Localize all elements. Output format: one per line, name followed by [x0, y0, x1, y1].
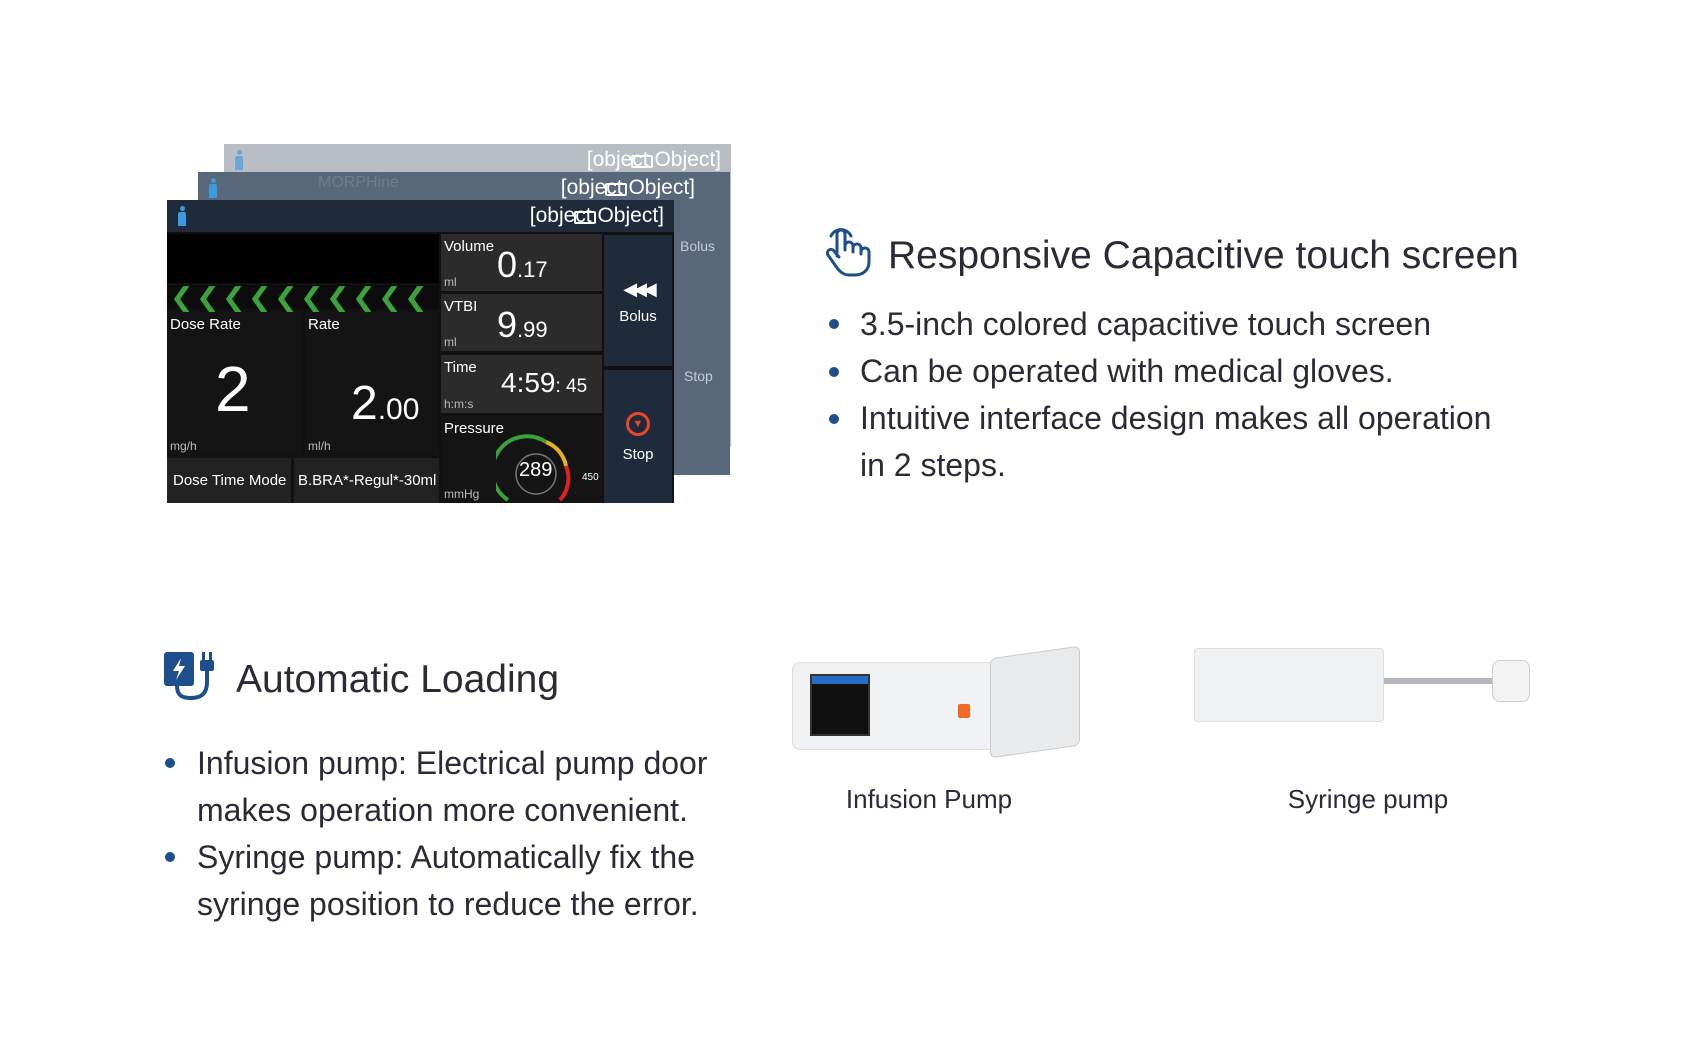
dose-rate-panel[interactable]: Dose Rate 2 mg/h: [167, 312, 301, 455]
bullet-icon: [829, 319, 839, 329]
volume-panel[interactable]: Volume 0.17 ml: [441, 234, 602, 291]
bullet-icon: [165, 852, 175, 862]
battery-icon: [631, 155, 653, 168]
stop-button[interactable]: ▼ Stop: [604, 370, 672, 503]
bullet-icon: [829, 367, 839, 377]
mode-button[interactable]: Dose Time Mode: [167, 458, 291, 503]
patient-icon: [177, 206, 187, 226]
loading-bullet: Infusion pump: Electrical pump door: [197, 745, 708, 781]
plug-charging-icon: [164, 652, 214, 701]
bullet-icon: [829, 414, 839, 424]
battery-icon: [574, 211, 596, 224]
patient-icon: [234, 150, 244, 170]
drug-banner: [167, 234, 439, 283]
touch-title: Responsive Capacitive touch screen: [888, 234, 1519, 277]
patient-icon: [208, 178, 218, 198]
back-stop-label: Stop: [684, 368, 713, 384]
infusion-pump-caption: Infusion Pump: [845, 784, 1013, 814]
loading-bullet: makes operation more convenient.: [197, 792, 688, 828]
drug-button[interactable]: B.BRA*-Regul*-30ml: [294, 458, 439, 503]
touch-bullet: 3.5-inch colored capacitive touch screen: [860, 306, 1431, 342]
touch-hand-icon: [825, 228, 871, 277]
vtbi-panel[interactable]: VTBI 9.99 ml: [441, 294, 602, 351]
back-bolus-label: Bolus: [680, 238, 716, 254]
stop-icon: ▼: [626, 412, 650, 436]
syringe-pump-caption: Syringe pump: [1287, 784, 1449, 814]
loading-bullet: Syringe pump: Automatically fix the: [197, 839, 696, 875]
time-panel[interactable]: Time 4:59: 45 h:m:s: [441, 355, 602, 413]
status-bar: [object Object]: [167, 200, 674, 232]
infusion-pump-image: [792, 645, 1082, 759]
pressure-panel: Pressure 289 450 mmHg: [441, 416, 602, 503]
touch-bullet: in 2 steps.: [860, 447, 1006, 483]
pressure-gauge: [496, 434, 571, 502]
flow-progress-arrows: ❮❮❮❮❮❮❮❮❮❮: [167, 284, 439, 310]
touch-bullet: Can be operated with medical gloves.: [860, 353, 1394, 389]
rewind-icon: ◀◀◀: [623, 279, 657, 299]
syringe-pump-image: [1188, 648, 1538, 748]
loading-bullet: syringe position to reduce the error.: [197, 886, 699, 922]
pump-screen: [object Object] ❮❮❮❮❮❮❮❮❮❮ Dose Rate 2 m…: [167, 200, 674, 503]
touch-bullet: Intuitive interface design makes all ope…: [860, 400, 1492, 436]
bolus-button[interactable]: ◀◀◀ Bolus: [604, 235, 672, 366]
battery-icon: [605, 183, 627, 196]
bullet-icon: [165, 758, 175, 768]
rate-panel[interactable]: Rate 2.00 ml/h: [305, 312, 439, 455]
loading-title: Automatic Loading: [236, 658, 560, 701]
